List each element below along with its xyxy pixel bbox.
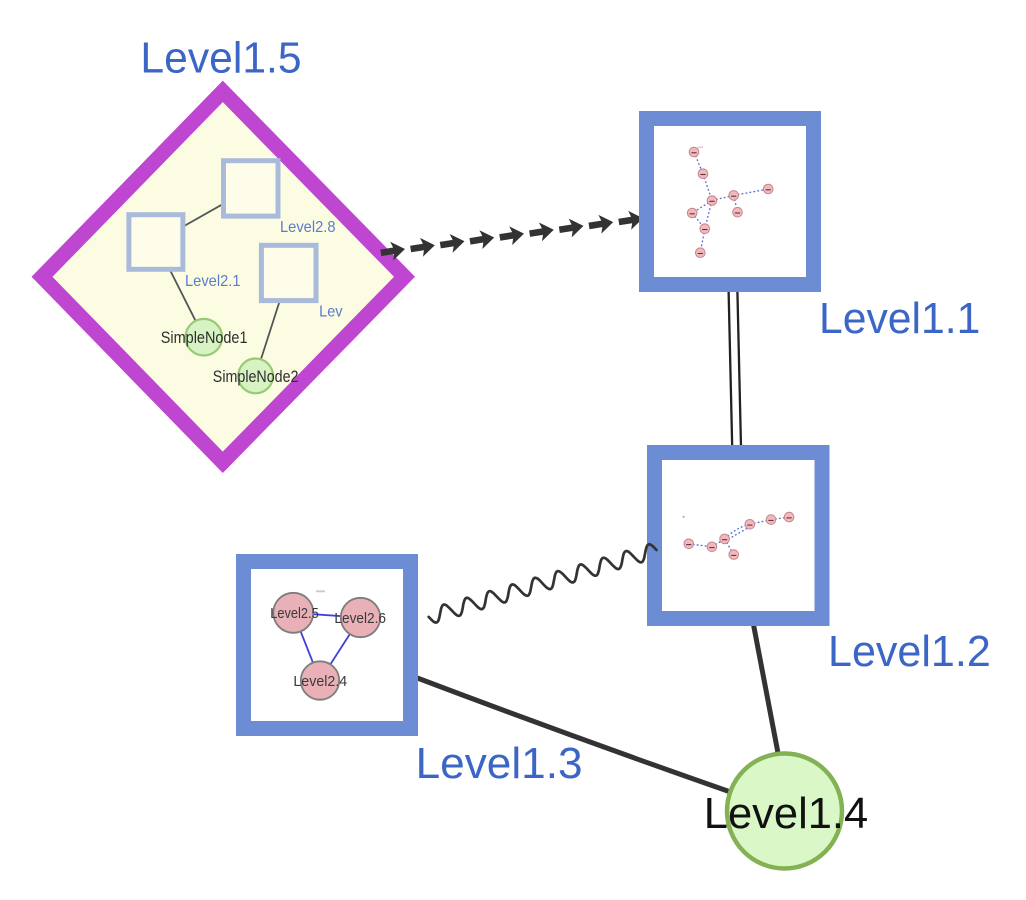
svg-text:Level1.2: Level1.2 bbox=[828, 627, 991, 676]
svg-text:Level2.6: Level2.6 bbox=[334, 610, 386, 627]
svg-text:Level1.3: Level1.3 bbox=[416, 739, 583, 788]
svg-text:Level1.1: Level1.1 bbox=[819, 294, 980, 343]
svg-text:SimpleNode1: SimpleNode1 bbox=[161, 329, 248, 347]
svg-text:Level2.4: Level2.4 bbox=[293, 673, 347, 690]
svg-text:Level2.5: Level2.5 bbox=[270, 605, 318, 622]
svg-text:Level1.4: Level1.4 bbox=[704, 789, 868, 838]
svg-text:Level2.8: Level2.8 bbox=[280, 219, 336, 236]
svg-text:SimpleNode2: SimpleNode2 bbox=[213, 368, 299, 386]
svg-text:Lev: Lev bbox=[319, 304, 343, 321]
svg-text:Level1.5: Level1.5 bbox=[140, 34, 301, 83]
svg-text:Level2.1: Level2.1 bbox=[185, 273, 241, 290]
